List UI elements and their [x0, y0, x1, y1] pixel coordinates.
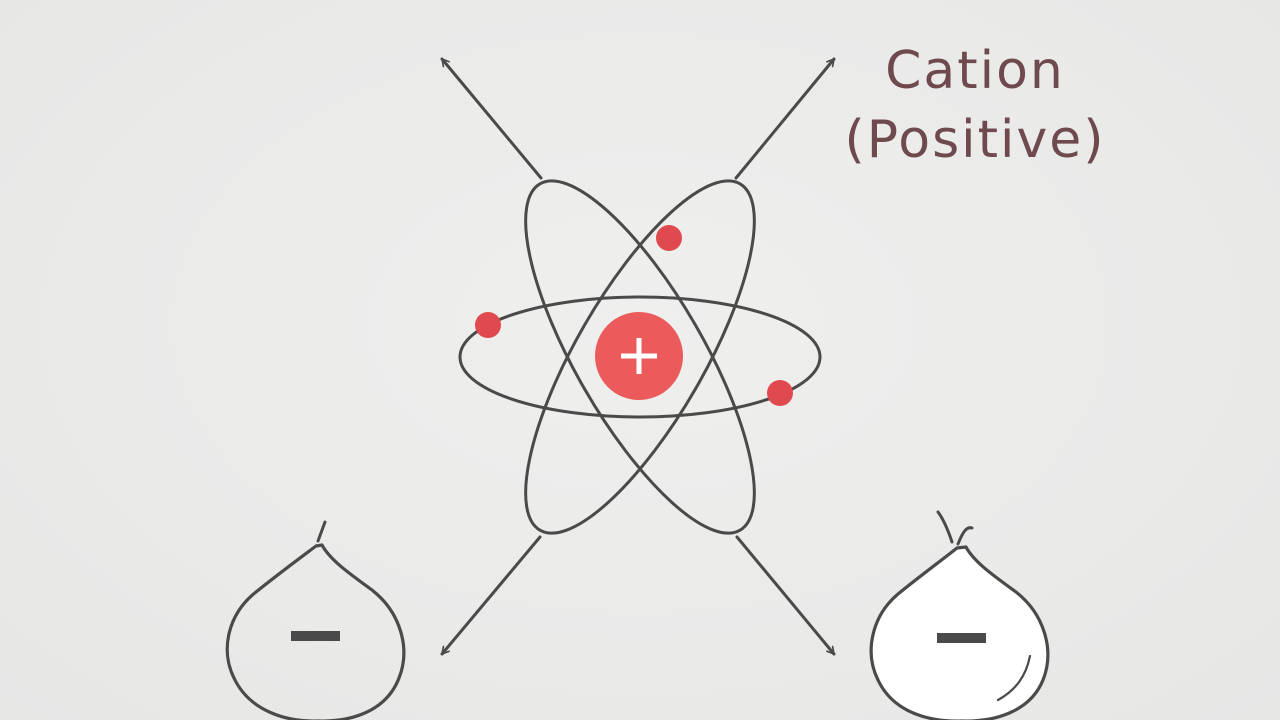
cation-label: Cation (Positive) — [844, 41, 1105, 170]
arrow-down-left-icon — [440, 535, 542, 656]
arrows — [440, 57, 836, 656]
electrons — [475, 225, 793, 406]
orbit-horizontal — [458, 295, 822, 419]
label-line-2: (Positive) — [844, 110, 1105, 170]
anion-highlight — [996, 654, 1032, 702]
orbits — [458, 179, 822, 535]
anion-right — [869, 510, 1050, 720]
anion-stem — [316, 520, 327, 543]
orbit-diagonal-a — [524, 179, 756, 535]
electron-dot-icon — [656, 225, 682, 251]
minus-icon — [291, 631, 340, 641]
electron-dot-icon — [475, 312, 501, 338]
anion-left — [225, 520, 406, 720]
arrow-up-left-icon — [440, 57, 543, 180]
electron-dot-icon — [767, 380, 793, 406]
arrow-down-right-icon — [735, 535, 836, 656]
orbit-diagonal-b — [524, 179, 756, 535]
label-line-1: Cation — [885, 41, 1065, 101]
nucleus — [595, 312, 683, 400]
arrow-up-right-icon — [734, 57, 836, 180]
atom — [458, 179, 822, 535]
teardrop-minus-icon — [225, 543, 406, 720]
plus-icon — [621, 338, 657, 374]
minus-icon — [937, 633, 986, 643]
anion-stem — [936, 510, 974, 546]
